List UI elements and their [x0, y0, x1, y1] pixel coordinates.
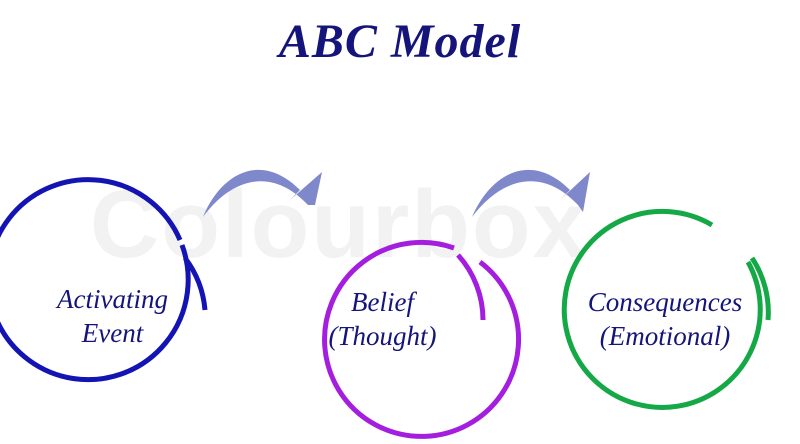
node-activating-event: Activating Event	[20, 282, 205, 350]
node-label-line2: Event	[81, 318, 144, 348]
node-label-line2: (Emotional)	[599, 321, 731, 351]
node-label-line1: Activating	[57, 284, 168, 314]
node-label-line1: Belief	[351, 287, 414, 317]
node-belief: Belief (Thought)	[290, 285, 475, 353]
node-consequences: Consequences (Emotional)	[560, 285, 770, 353]
circle-consequences	[561, 208, 771, 410]
circle-activating-event	[0, 177, 208, 383]
arrow-a-to-b	[203, 169, 322, 217]
circle-belief	[322, 239, 522, 439]
arrow-b-to-c	[472, 169, 590, 217]
node-label-line1: Consequences	[587, 287, 743, 317]
diagram-title: ABC Model	[278, 15, 522, 68]
node-label-line2: (Thought)	[328, 321, 437, 351]
